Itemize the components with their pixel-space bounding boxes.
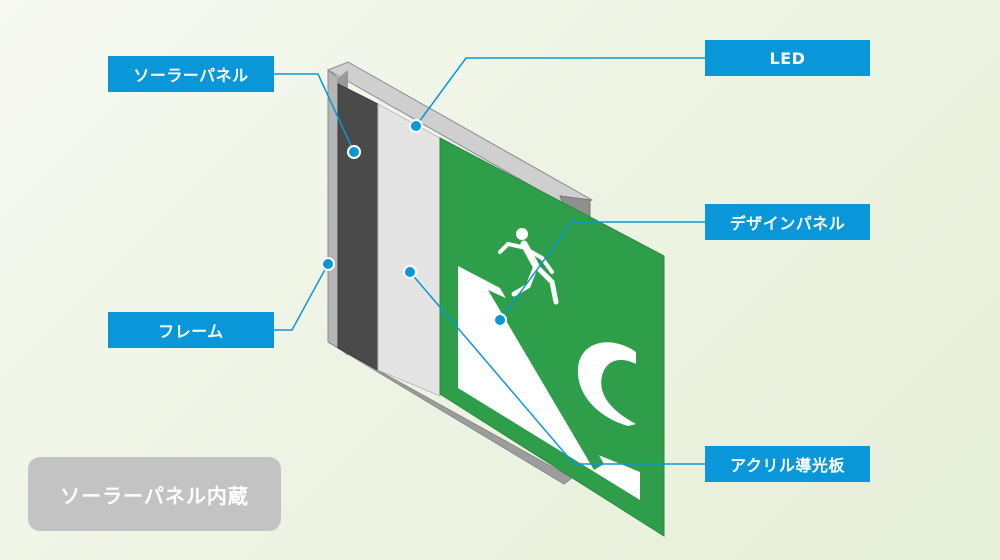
solar-panel-dot: [347, 145, 361, 159]
curved-arrow-icon: [577, 342, 636, 426]
frame-dot: [321, 257, 335, 271]
leader-lines: [274, 57, 705, 465]
label-frame: フレーム: [108, 312, 274, 348]
design-panel: [439, 137, 665, 537]
built-in-solar-badge: ソーラーパネル内蔵: [28, 457, 281, 531]
label-design-panel: デザインパネル: [705, 204, 870, 240]
acrylic-dot: [403, 265, 417, 279]
led-dot: [409, 119, 423, 133]
solar-panel-strip: [337, 83, 379, 371]
exit-door-gap: [488, 290, 604, 470]
frame-body: [326, 61, 594, 485]
label-led: LED: [705, 40, 870, 76]
label-solar-panel: ソーラーパネル: [108, 56, 274, 92]
label-acrylic-light-guide: アクリル導光板: [705, 446, 870, 482]
design-panel-dot: [493, 313, 507, 327]
acrylic-light-guide: [377, 103, 441, 397]
